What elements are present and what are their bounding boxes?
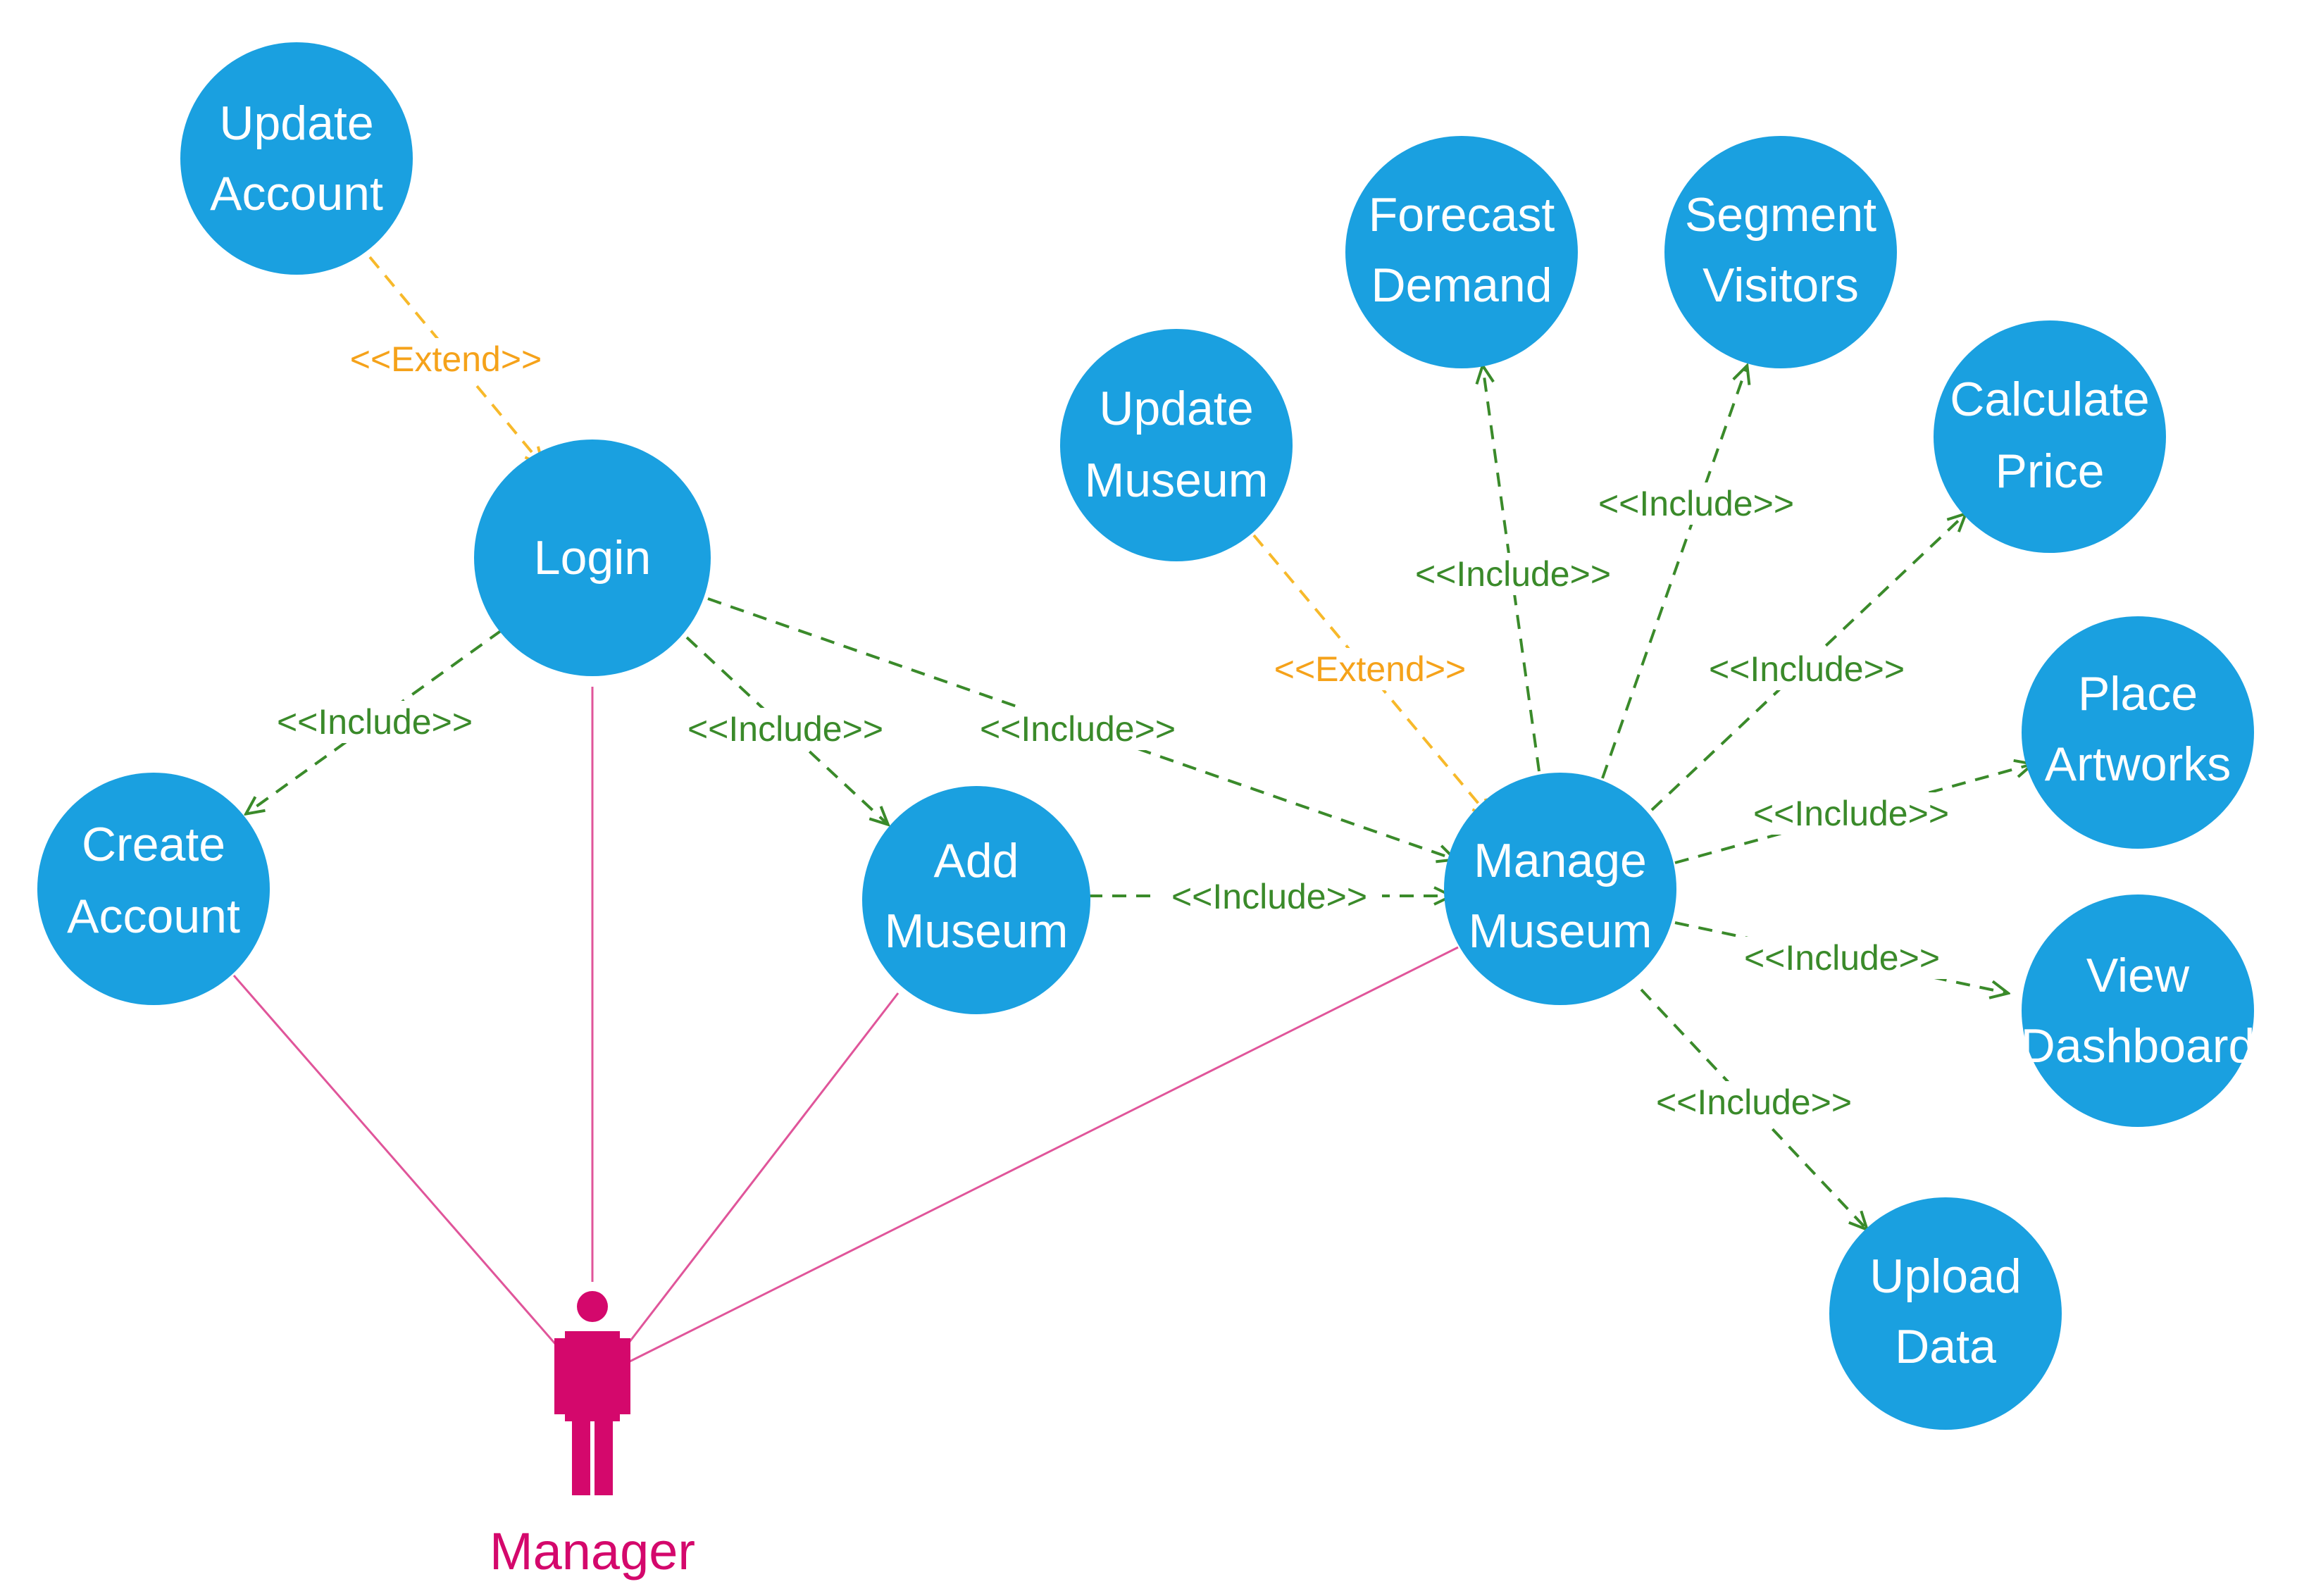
associations: [232, 687, 1459, 1364]
svg-text:Segment: Segment: [1685, 188, 1876, 242]
svg-text:Manage: Manage: [1474, 834, 1647, 887]
assoc-add-museum: [625, 992, 899, 1346]
label-include-login-add: <<Include>>: [673, 708, 898, 750]
label-include-forecast: <<Include>>: [1400, 553, 1626, 595]
svg-text:<<Include>>: <<Include>>: [1744, 938, 1940, 978]
svg-text:Upload: Upload: [1869, 1249, 2022, 1303]
manager-actor[interactable]: Manager: [490, 1291, 695, 1581]
svg-text:Visitors: Visitors: [1702, 258, 1859, 312]
svg-text:<<Include>>: <<Include>>: [1753, 794, 1949, 833]
include-manage-place: [1674, 764, 2032, 864]
use-case-upload-data[interactable]: Upload Data: [1829, 1197, 2062, 1430]
use-case-update-museum[interactable]: Update Museum: [1060, 329, 1293, 561]
relation-labels: <<Extend>> <<Extend>> <<Include>> <<Incl…: [262, 338, 1964, 1123]
svg-text:Add: Add: [934, 834, 1019, 887]
include-manage-upload: [1640, 988, 1867, 1229]
use-case-forecast-demand[interactable]: Forecast Demand: [1345, 136, 1578, 368]
include-login-add: [685, 636, 888, 824]
svg-text:<<Extend>>: <<Extend>>: [350, 339, 542, 379]
svg-text:Data: Data: [1895, 1320, 1996, 1373]
svg-text:<<Include>>: <<Include>>: [1709, 649, 1905, 689]
use-case-manage-museum[interactable]: Manage Museum: [1444, 773, 1676, 1005]
svg-text:Artworks: Artworks: [2045, 737, 2231, 791]
extend-update-museum-manage: [1252, 534, 1490, 817]
svg-text:Update: Update: [219, 96, 373, 150]
svg-text:Create: Create: [82, 818, 225, 871]
svg-text:<<Include>>: <<Include>>: [277, 702, 473, 742]
svg-text:Dashboard: Dashboard: [2021, 1019, 2255, 1073]
svg-text:Museum: Museum: [1469, 904, 1652, 958]
use-case-place-artworks[interactable]: Place Artworks: [2022, 616, 2254, 849]
use-case-view-dashboard[interactable]: View Dashboard: [2021, 894, 2255, 1127]
actor-figure-icon: [554, 1291, 630, 1495]
use-case-segment-visitors[interactable]: Segment Visitors: [1664, 136, 1897, 368]
svg-text:Update: Update: [1099, 382, 1253, 435]
use-case-calculate-price[interactable]: Calculate Price: [1934, 320, 2166, 553]
svg-text:Calculate: Calculate: [1950, 373, 2150, 426]
svg-text:Price: Price: [1996, 444, 2105, 498]
label-include-add-manage: <<Include>>: [1157, 875, 1382, 918]
label-include-place: <<Include>>: [1738, 792, 1964, 835]
label-include-segment: <<Include>>: [1583, 482, 1809, 525]
assoc-manage-museum: [626, 946, 1459, 1364]
svg-text:<<Include>>: <<Include>>: [1656, 1083, 1852, 1122]
label-include-login-create: <<Include>>: [262, 701, 487, 743]
label-extend-update-account: <<Extend>>: [337, 338, 555, 380]
svg-text:Place: Place: [2078, 667, 2198, 721]
assoc-create-account: [232, 975, 558, 1346]
label-include-upload: <<Include>>: [1641, 1081, 1867, 1123]
svg-text:<<Include>>: <<Include>>: [1598, 484, 1794, 523]
extend-update-account-login: [368, 256, 542, 465]
label-include-login-manage: <<Include>>: [965, 708, 1190, 750]
svg-text:Museum: Museum: [1085, 454, 1269, 507]
extend-relations: [368, 256, 1490, 817]
label-include-view: <<Include>>: [1729, 937, 1955, 979]
svg-text:<<Include>>: <<Include>>: [687, 709, 883, 749]
label-include-calculate: <<Include>>: [1694, 648, 1919, 690]
use-case-add-museum[interactable]: Add Museum: [862, 786, 1090, 1014]
label-extend-update-museum: <<Extend>>: [1264, 648, 1476, 690]
svg-text:<<Extend>>: <<Extend>>: [1274, 649, 1466, 689]
svg-text:<<Include>>: <<Include>>: [1415, 554, 1611, 594]
svg-text:Account: Account: [210, 167, 383, 220]
svg-text:Museum: Museum: [885, 904, 1069, 958]
actor-name: Manager: [490, 1522, 695, 1581]
use-case-login[interactable]: Login: [474, 439, 711, 676]
svg-text:Forecast: Forecast: [1369, 188, 1555, 242]
include-manage-segment: [1601, 366, 1747, 779]
svg-text:Demand: Demand: [1371, 258, 1552, 312]
svg-text:<<Include>>: <<Include>>: [980, 709, 1176, 749]
use-case-update-account[interactable]: Update Account: [180, 42, 413, 275]
svg-text:Account: Account: [67, 890, 240, 943]
svg-text:View: View: [2086, 949, 2190, 1002]
svg-text:Login: Login: [534, 531, 651, 585]
use-case-create-account[interactable]: Create Account: [37, 773, 270, 1005]
svg-text:<<Include>>: <<Include>>: [1171, 877, 1367, 916]
